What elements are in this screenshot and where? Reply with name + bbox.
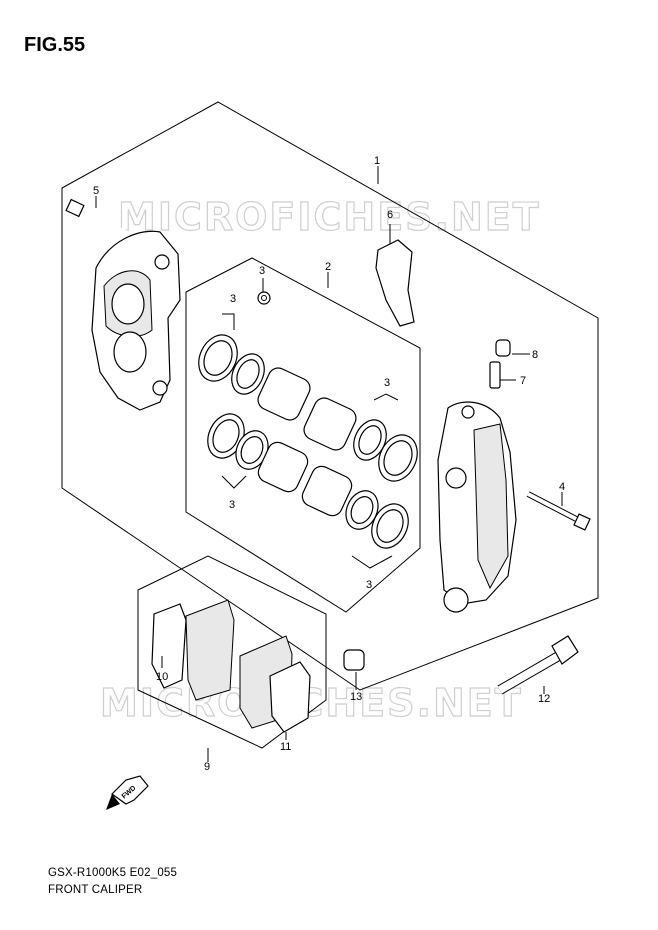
model-code: GSX-R1000K5 E02_055	[48, 867, 178, 879]
callout-13: 13	[350, 691, 362, 703]
callout-7: 7	[520, 375, 526, 387]
callout-6: 6	[387, 209, 393, 221]
callout-10: 10	[156, 671, 168, 683]
caliper-assembly-outline	[61, 101, 599, 691]
watermark-top: MICROFICHES.NET	[118, 195, 541, 239]
callout-5: 5	[93, 185, 99, 197]
pad-pin-4	[526, 491, 591, 531]
callout-8: 8	[532, 349, 538, 361]
figure-caption: FRONT CALIPER	[48, 884, 143, 896]
callout-4: 4	[559, 481, 565, 493]
spacer-13	[343, 649, 365, 671]
callout-2: 2	[325, 261, 331, 273]
pad-set-outline	[137, 555, 327, 749]
caliper-half-right	[437, 401, 517, 613]
brake-pad-10	[151, 599, 235, 701]
pistons-and-seals	[198, 291, 418, 549]
callout-3d: 3	[229, 499, 235, 511]
figure-title: FIG.55	[24, 34, 86, 56]
callout-numbers: 1 2 3 3 3 3 3 4 5 6 7 8 9 10 11 12 13	[93, 155, 565, 773]
bolt-12	[497, 635, 579, 695]
leader-lines	[95, 166, 563, 762]
callout-3b: 3	[230, 293, 236, 305]
pad-spring-6	[375, 239, 415, 327]
brake-pad-11	[239, 635, 311, 733]
callout-1: 1	[374, 155, 380, 167]
bolt-5	[65, 198, 131, 236]
callout-12: 12	[538, 693, 550, 705]
callout-3e: 3	[366, 579, 372, 591]
forward-direction-arrow: FWD	[106, 775, 149, 810]
watermark-bottom: MICROFICHES.NET	[100, 681, 523, 725]
caliper-half-left	[91, 230, 181, 411]
callout-11: 11	[280, 741, 291, 753]
callout-3c: 3	[384, 377, 390, 389]
piston-kit-outline	[185, 257, 421, 613]
callout-9: 9	[204, 761, 210, 773]
bleeder-valve-7-and-cap-8	[489, 339, 511, 389]
callout-3a: 3	[259, 265, 265, 277]
